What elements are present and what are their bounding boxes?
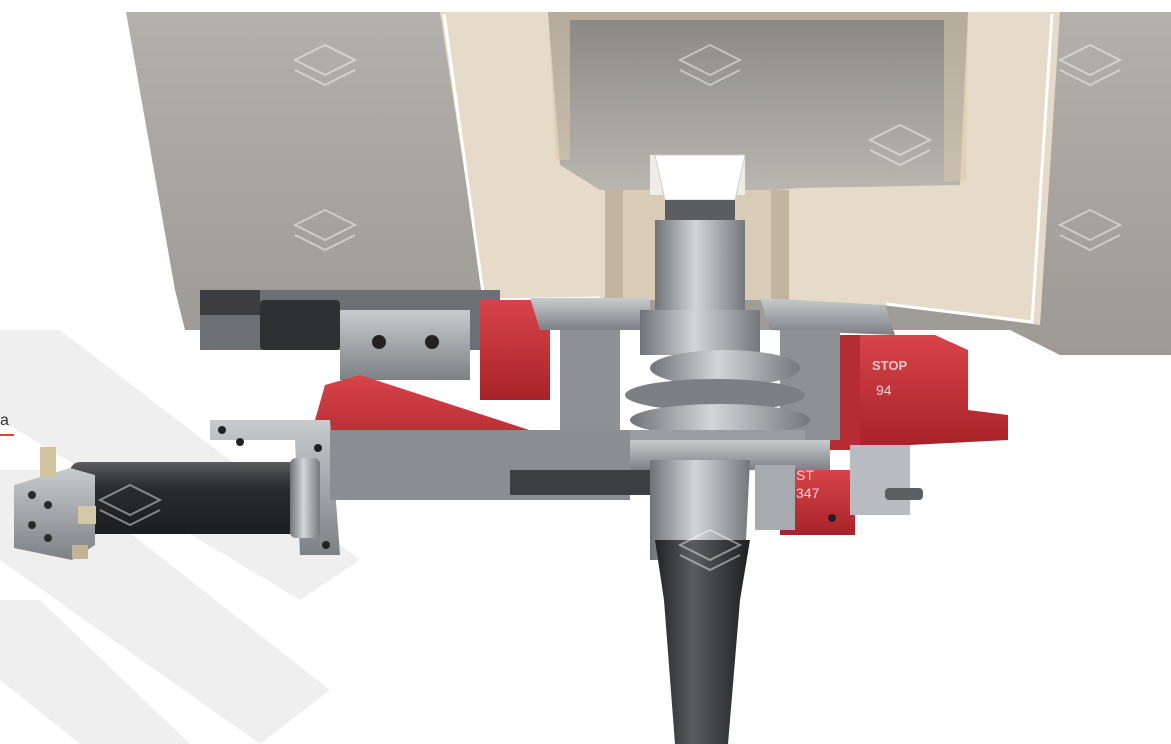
edge-cropped-text: a bbox=[0, 412, 9, 429]
ladle-shell bbox=[126, 12, 1171, 355]
submerged-entry-nozzle bbox=[650, 460, 750, 744]
stamp-st-center: ST bbox=[796, 467, 814, 483]
hydraulic-cylinder bbox=[14, 447, 320, 560]
stamp-number-center: 347 bbox=[796, 485, 820, 501]
center-red-block: ST 347 bbox=[755, 445, 923, 535]
stamp-stop-right: STOP bbox=[872, 358, 907, 373]
central-gate-stack bbox=[560, 154, 840, 470]
top-plate bbox=[530, 298, 895, 335]
edge-underline-accent bbox=[0, 434, 14, 436]
stamp-number-right: 94 bbox=[876, 382, 892, 398]
left-housing bbox=[200, 290, 550, 400]
logo-watermarks bbox=[97, 43, 1123, 572]
right-red-housing: STOP 94 bbox=[830, 335, 1008, 450]
